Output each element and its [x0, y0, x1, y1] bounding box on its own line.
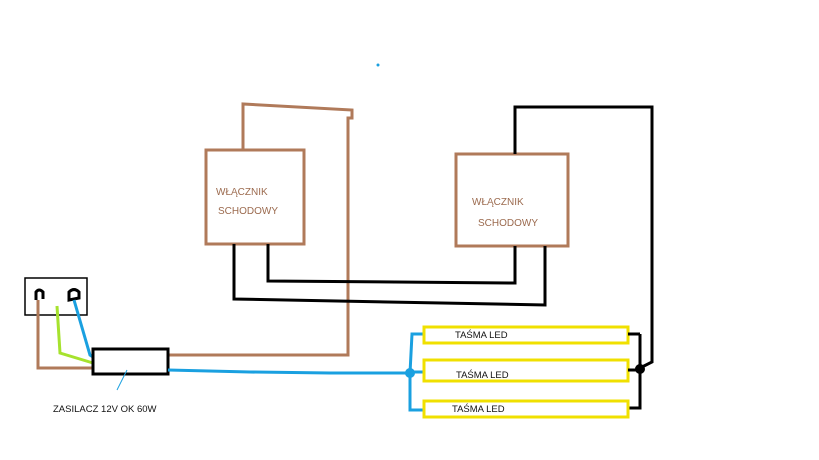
led-strip-2-box	[422, 358, 630, 383]
brown-wire-socket	[36, 300, 93, 370]
power-supply: ZASILACZ 12V OK 60W	[53, 347, 170, 415]
led-strip-1: TAŚMA LED	[422, 325, 630, 345]
stray-dot	[376, 63, 380, 67]
switch-right: WŁĄCZNIK SCHODOWY	[454, 152, 570, 248]
led-strip-2: TAŚMA LED	[422, 358, 630, 383]
led-strip-3: TAŚMA LED	[422, 399, 630, 419]
blue-junction	[405, 368, 415, 378]
black-junction	[635, 364, 645, 374]
switch-right-box	[454, 152, 570, 248]
blue-wire-psu-to-leds	[167, 332, 424, 412]
switch-left-label-line2: SCHODOWY	[218, 206, 278, 217]
switch-left: WŁĄCZNIK SCHODOWY	[204, 148, 306, 246]
led-strip-3-label: TAŚMA LED	[452, 403, 505, 415]
led-strip-1-label: TAŚMA LED	[455, 329, 508, 341]
power-supply-box	[91, 347, 170, 376]
switch-left-label-line1: WŁĄCZNIK	[216, 187, 268, 198]
green-wire-socket	[55, 305, 94, 365]
led-strip-3-box	[422, 399, 630, 419]
switch-left-box	[204, 148, 306, 246]
socket-hole-right-icon	[67, 288, 81, 302]
switch-right-label-line2: SCHODOWY	[478, 218, 538, 229]
socket-hole-left-icon	[34, 288, 45, 300]
power-supply-label: ZASILACZ 12V OK 60W	[53, 404, 157, 415]
switch-right-label-line1: WŁĄCZNIK	[472, 197, 524, 208]
brown-wire-loop	[168, 102, 354, 357]
power-supply-pointer	[116, 369, 128, 391]
black-wires-switches	[232, 105, 654, 410]
led-strip-2-label: TAŚMA LED	[456, 369, 509, 381]
